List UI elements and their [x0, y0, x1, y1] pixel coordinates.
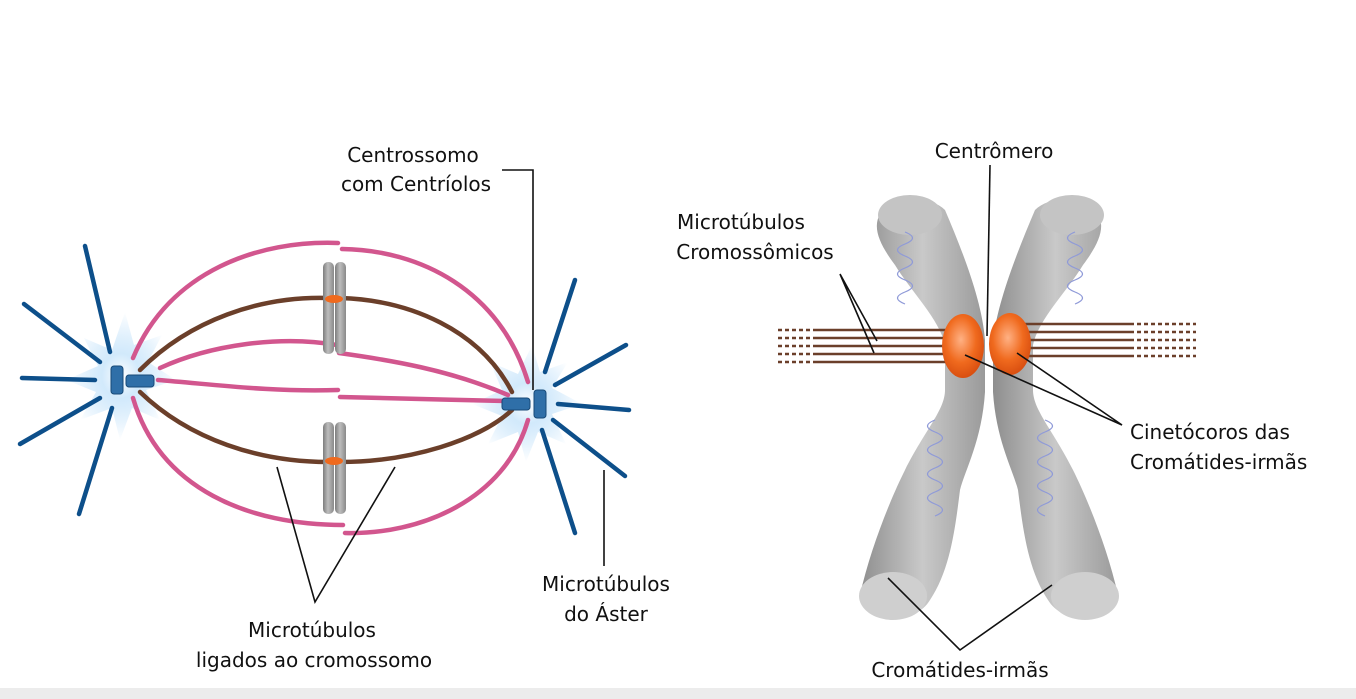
- chromosomal-microtubules-right: [1015, 322, 1130, 358]
- polar-microtubules: [130, 240, 531, 536]
- chromatid-tip: [878, 195, 942, 235]
- centrosome-label-line2: com Centríolos: [341, 172, 491, 196]
- aster-ray: [539, 427, 578, 536]
- chromosomal-microtubules-leader-line: [839, 273, 878, 354]
- centrosome-leader-line: [502, 169, 534, 390]
- kinetochore-dot: [325, 457, 343, 465]
- polar-microtubule-bottom: [342, 417, 531, 536]
- aster-ray: [82, 243, 113, 355]
- aster-ray: [542, 277, 578, 375]
- sister-chromatids-label: Cromátides-irmãs: [871, 658, 1048, 682]
- chromatid-tip: [1051, 572, 1119, 620]
- chromosomal-microtubules-left: [815, 328, 958, 364]
- aster-ray: [19, 375, 98, 383]
- aster-ray: [17, 395, 103, 447]
- dna-coils: [896, 231, 1084, 517]
- kinetochore-microtubule-bottom: [337, 407, 515, 465]
- centromere-leader-line: [986, 164, 991, 337]
- kinetochore-left: [942, 314, 984, 378]
- attached-microtubules-leader-line: [276, 466, 396, 605]
- spindle-chromosome-top: [323, 262, 346, 354]
- kinetochore-microtubules: [137, 295, 515, 465]
- polar-microtubule-center: [155, 377, 341, 393]
- left-aster-rays: [17, 243, 115, 517]
- aster-microtubules-label-line2: do Áster: [564, 602, 649, 626]
- aster-ray: [552, 342, 629, 388]
- left-centrioles: [110, 365, 155, 395]
- aster-microtubules-label-line1: Microtúbulos: [542, 572, 670, 596]
- kinetochores-leader-line: [964, 352, 1123, 426]
- chromosomal-microtubules-label-line1: Microtúbulos: [677, 210, 805, 234]
- kinetochore-right: [989, 313, 1031, 375]
- bottom-bar: [0, 688, 1356, 699]
- aster-ray: [550, 417, 628, 479]
- kinetochore-microtubule-top: [137, 295, 331, 373]
- chromatid-tip: [859, 572, 927, 620]
- chromosomal-microtubules-left-dashed: [778, 328, 815, 364]
- mitotic-spindle: Centrossomo com Centríolos Microtúbulos …: [17, 143, 670, 672]
- spindle-chromosome-bottom: [323, 422, 346, 514]
- polar-microtubule-center: [337, 394, 508, 404]
- aster-ray: [21, 301, 103, 365]
- attached-microtubules-label-line2: ligados ao cromossomo: [196, 648, 432, 672]
- kinetochore-microtubule-top: [337, 295, 515, 395]
- right-aster-rays: [539, 277, 632, 536]
- right-chromatid: [993, 199, 1118, 619]
- chromosome-detail: Centrômero Microtúbulos Cromossômicos Ci…: [676, 139, 1307, 682]
- chromosomal-microtubules-label-line2: Cromossômicos: [676, 240, 833, 264]
- polar-microtubule-mid: [336, 350, 511, 398]
- kinetochores-label-line2: Cromátides-irmãs: [1130, 450, 1307, 474]
- attached-microtubules-label-line1: Microtúbulos: [248, 618, 376, 642]
- centrosome-label-line1: Centrossomo: [347, 143, 479, 167]
- polar-microtubule-top: [339, 246, 531, 385]
- kinetochore-microtubule-bottom: [137, 389, 331, 465]
- polar-microtubule-bottom: [130, 395, 346, 528]
- centromere-label: Centrômero: [935, 139, 1054, 163]
- polar-microtubule-mid: [157, 338, 340, 371]
- aster-ray: [555, 401, 632, 413]
- polar-microtubule-top: [130, 240, 341, 361]
- chromosomal-microtubules-right-dashed: [1130, 322, 1196, 358]
- kinetochores-label-line1: Cinetócoros das: [1130, 420, 1290, 444]
- aster-ray: [76, 405, 115, 517]
- chromatid-tip: [1040, 195, 1104, 235]
- kinetochore-dot: [325, 295, 343, 303]
- right-centrioles: [501, 389, 547, 419]
- sister-chromatids-leader-line: [887, 577, 1053, 652]
- left-chromatid: [860, 199, 985, 619]
